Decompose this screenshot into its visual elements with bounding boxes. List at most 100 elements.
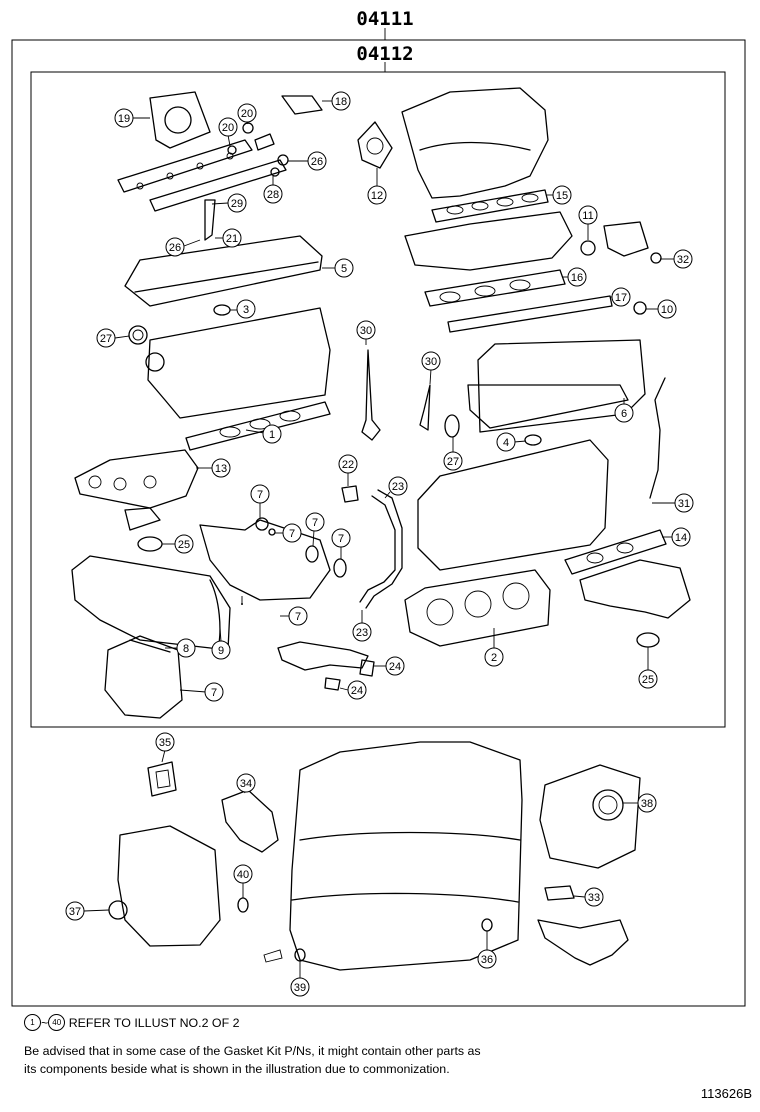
svg-text:38: 38	[641, 798, 653, 810]
callout-14: 14	[671, 527, 691, 547]
callout-24: 24	[385, 656, 405, 676]
callout-30: 30	[356, 320, 376, 340]
svg-text:36: 36	[481, 954, 493, 966]
callout-7e: 7	[288, 606, 308, 626]
callout-24b: 24	[347, 680, 367, 700]
svg-text:16: 16	[571, 272, 583, 284]
callout-26b: 26	[165, 237, 185, 257]
callout-3: 3	[236, 299, 256, 319]
svg-text:7: 7	[289, 528, 295, 540]
callout-11: 11	[578, 205, 598, 225]
callout-7f: 7	[204, 682, 224, 702]
svg-text:21: 21	[226, 233, 238, 245]
callout-7c: 7	[305, 512, 325, 532]
callout-9: 9	[211, 640, 231, 660]
svg-text:24: 24	[351, 685, 363, 697]
callout-10: 10	[657, 299, 677, 319]
svg-text:7: 7	[211, 687, 217, 699]
callout-23b: 23	[352, 622, 372, 642]
svg-text:23: 23	[356, 627, 368, 639]
svg-text:8: 8	[183, 643, 189, 655]
callout-39: 39	[290, 977, 310, 997]
callout-26: 26	[307, 151, 327, 171]
svg-text:23: 23	[392, 481, 404, 493]
range-separator: ~	[41, 1016, 49, 1030]
callout-27b: 27	[443, 451, 463, 471]
svg-text:11: 11	[582, 210, 593, 222]
svg-text:29: 29	[231, 198, 243, 210]
callout-28: 28	[263, 184, 283, 204]
svg-text:7: 7	[257, 489, 263, 501]
callout-6: 6	[614, 403, 634, 423]
callout-36: 36	[477, 949, 497, 969]
callout-2: 2	[484, 647, 504, 667]
svg-text:15: 15	[556, 190, 568, 202]
callout-5: 5	[334, 258, 354, 278]
svg-text:31: 31	[678, 498, 690, 510]
callout-30b: 30	[421, 351, 441, 371]
svg-text:17: 17	[615, 292, 627, 304]
callout-7: 7	[250, 484, 270, 504]
kit-04111-frame	[11, 39, 746, 1007]
svg-text:1: 1	[269, 429, 275, 441]
parts-artwork	[71, 87, 691, 971]
callout-23: 23	[388, 476, 408, 496]
callout-4: 4	[496, 432, 516, 452]
callout-19: 19	[114, 108, 134, 128]
kit-04111-label: 04111	[356, 8, 413, 30]
svg-text:14: 14	[675, 532, 687, 544]
callouts: 1 2 3 4 5 6 7 7 7 7 7 7 7 8 9 10 11 12	[65, 91, 694, 997]
kit-04112-frame	[30, 71, 726, 728]
callout-18: 18	[331, 91, 351, 111]
callout-31: 31	[674, 493, 694, 513]
advisory-line-1: Be advised that in some case of the Gask…	[24, 1044, 481, 1058]
svg-text:18: 18	[335, 96, 347, 108]
callout-21: 21	[222, 228, 242, 248]
range-end-circle: 40	[48, 1014, 66, 1032]
callout-32: 32	[673, 249, 693, 269]
callout-20: 20	[218, 117, 238, 137]
svg-text:12: 12	[371, 190, 383, 202]
svg-text:9: 9	[218, 645, 224, 657]
refer-note: 1~40 REFER TO ILLUST NO.2 OF 2	[24, 1014, 239, 1033]
svg-text:4: 4	[503, 437, 509, 449]
callout-17: 17	[611, 287, 631, 307]
callout-35: 35	[155, 732, 175, 752]
svg-text:30: 30	[360, 325, 372, 337]
svg-text:24: 24	[389, 661, 401, 673]
svg-text:20: 20	[241, 108, 253, 120]
svg-text:19: 19	[118, 113, 130, 125]
callout-16: 16	[567, 267, 587, 287]
callout-25b: 25	[638, 669, 658, 689]
svg-text:33: 33	[588, 892, 600, 904]
svg-text:32: 32	[677, 254, 689, 266]
svg-text:22: 22	[342, 459, 354, 471]
svg-text:27: 27	[447, 456, 459, 468]
svg-text:7: 7	[295, 611, 301, 623]
svg-text:26: 26	[311, 156, 323, 168]
advisory-line-2: its components beside what is shown in t…	[24, 1062, 450, 1076]
svg-text:40: 40	[237, 869, 249, 881]
callout-12: 12	[367, 185, 387, 205]
callout-27: 27	[96, 328, 116, 348]
svg-text:25: 25	[642, 674, 654, 686]
illustration-id: 113626B	[700, 1086, 752, 1101]
callout-40: 40	[233, 864, 253, 884]
svg-text:13: 13	[215, 463, 227, 475]
callout-22: 22	[338, 454, 358, 474]
range-start-circle: 1	[24, 1014, 41, 1032]
refer-text: REFER TO ILLUST NO.2 OF 2	[68, 1016, 240, 1030]
callout-34: 34	[236, 773, 256, 793]
svg-text:25: 25	[178, 539, 190, 551]
callout-15: 15	[552, 185, 572, 205]
svg-text:37: 37	[69, 906, 81, 918]
svg-text:5: 5	[341, 263, 347, 275]
callout-1: 1	[262, 424, 282, 444]
kit-04112-label: 04112	[356, 43, 413, 65]
svg-text:2: 2	[491, 652, 497, 664]
callout-20b: 20	[237, 103, 257, 123]
svg-text:28: 28	[267, 189, 279, 201]
svg-text:35: 35	[159, 737, 171, 749]
callout-25: 25	[174, 534, 194, 554]
